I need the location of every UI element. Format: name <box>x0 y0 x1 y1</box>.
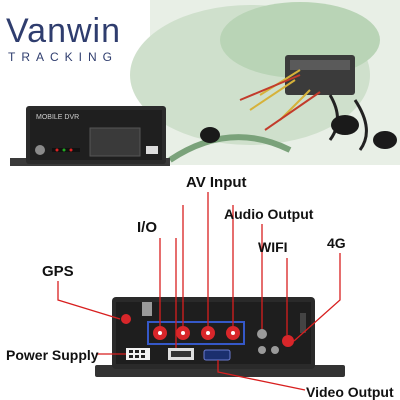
audio-output-label: Audio Output <box>224 206 314 222</box>
io-label: I/O <box>137 219 158 236</box>
callout-lines <box>57 192 341 391</box>
dvr-front-view <box>10 106 170 166</box>
brand-name: Vanwin <box>6 12 121 50</box>
dvr-rear-view <box>95 297 345 377</box>
dvr-front-label: MOBILE DVR <box>36 114 80 121</box>
wifi-label: WIFI <box>258 239 288 255</box>
gps-label: GPS <box>42 263 74 280</box>
4g-label: 4G <box>327 235 346 251</box>
power-supply-label: Power Supply <box>6 347 99 363</box>
brand-logo: Vanwin TRACKING <box>6 14 121 64</box>
brand-tagline: TRACKING <box>8 50 119 64</box>
wiring-photo <box>130 0 400 165</box>
video-output-label: Video Output <box>306 384 394 400</box>
av-input-label: AV Input <box>186 174 247 191</box>
